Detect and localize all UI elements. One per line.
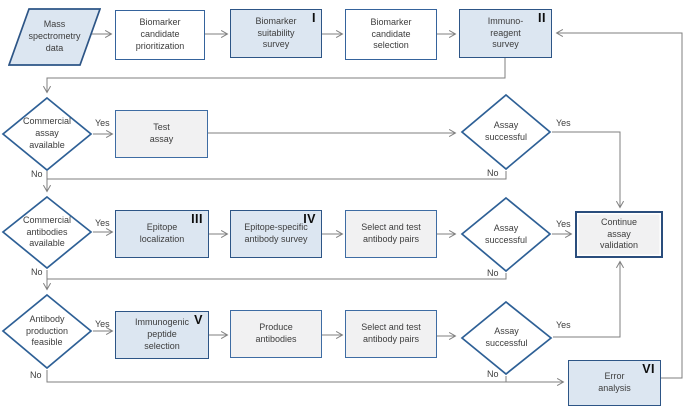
node-biomarker-candidate-selection: Biomarker candidate selection bbox=[345, 9, 437, 60]
node-label: Mass spectrometry data bbox=[28, 19, 81, 53]
decision-commercial-antibodies-available: Commercial antibodies available bbox=[1, 195, 93, 270]
edge-label-no-row3-right: No bbox=[487, 268, 499, 278]
node-label: Produce antibodies bbox=[255, 322, 297, 344]
node-select-test-antibody-pairs-1: Select and test antibody pairs bbox=[345, 210, 437, 258]
node-immunoreagent-survey: II Immuno-reagent survey bbox=[459, 9, 552, 58]
node-label: Immuno-reagent survey bbox=[487, 15, 524, 50]
node-produce-antibodies: Produce antibodies bbox=[230, 310, 322, 358]
node-label: Biomarker candidate prioritization bbox=[135, 17, 185, 51]
node-epitope-localization: III Epitope localization bbox=[115, 210, 209, 258]
node-immunogenic-peptide-selection: V Immunogenic peptide selection bbox=[115, 311, 209, 359]
diamond-shape bbox=[1, 293, 93, 370]
node-label: Error analysis bbox=[598, 371, 631, 393]
node-mass-spectrometry-data: Mass spectrometry data bbox=[8, 8, 101, 66]
decision-antibody-production-feasible: Antibody production feasible bbox=[1, 293, 93, 370]
node-label: Assay successful bbox=[485, 326, 528, 348]
node-label: Epitope localization bbox=[139, 222, 185, 244]
edge-label-yes-row4-left: Yes bbox=[95, 319, 110, 329]
node-label: Assay successful bbox=[484, 120, 528, 142]
node-label: Test assay bbox=[149, 122, 174, 144]
stage-numeral-III: III bbox=[191, 212, 203, 226]
stage-numeral-IV: IV bbox=[303, 212, 316, 226]
edge-label-no-row3-left: No bbox=[31, 267, 43, 277]
node-label: Epitope-specific antibody survey bbox=[244, 222, 308, 244]
edge-label-yes-row3-left: Yes bbox=[95, 218, 110, 228]
edge-label-yes-row4-right: Yes bbox=[556, 320, 571, 330]
node-label: Assay successful bbox=[484, 222, 528, 245]
diamond-shape bbox=[460, 300, 553, 376]
diamond-shape bbox=[1, 195, 93, 270]
parallelogram-shape bbox=[8, 8, 101, 66]
edge-label-yes-row3-right: Yes bbox=[556, 219, 571, 229]
edge-label-no-row4-left: No bbox=[30, 370, 42, 380]
node-epitope-specific-antibody-survey: IV Epitope-specific antibody survey bbox=[230, 210, 322, 258]
node-label: Continue assay validation bbox=[599, 216, 639, 251]
edge-label-yes-row2-right: Yes bbox=[556, 118, 571, 128]
node-label: Biomarker candidate selection bbox=[370, 16, 412, 51]
edge-label-no-row2-right: No bbox=[487, 168, 499, 178]
node-error-analysis: VI Error analysis bbox=[568, 360, 661, 406]
decision-assay-successful-1: Assay successful bbox=[460, 93, 552, 171]
node-biomarker-suitability-survey: I Biomarker suitability survey bbox=[230, 9, 322, 58]
node-label: Commercial antibodies available bbox=[22, 214, 71, 249]
decision-commercial-assay-available: Commercial assay available bbox=[1, 96, 93, 172]
diamond-shape bbox=[1, 96, 93, 172]
node-label: Biomarker suitability survey bbox=[255, 15, 297, 50]
node-test-assay: Test assay bbox=[115, 110, 208, 158]
node-label: Antibody production feasible bbox=[25, 313, 69, 348]
node-label: Select and test antibody pairs bbox=[361, 222, 421, 244]
node-biomarker-candidate-prioritization: Biomarker candidate prioritization bbox=[115, 10, 205, 60]
edge-label-yes-row2-left: Yes bbox=[95, 118, 110, 128]
node-label: Commercial assay available bbox=[22, 116, 71, 150]
node-label: Select and test antibody pairs bbox=[361, 322, 421, 344]
node-continue-assay-validation: Continue assay validation bbox=[575, 211, 663, 258]
stage-numeral-V: V bbox=[194, 313, 203, 327]
decision-assay-successful-3: Assay successful bbox=[460, 300, 553, 376]
stage-numeral-I: I bbox=[312, 11, 316, 25]
stage-numeral-II: II bbox=[538, 11, 546, 25]
decision-assay-successful-2: Assay successful bbox=[460, 196, 552, 273]
diamond-shape bbox=[460, 93, 552, 171]
edge-label-no-row4-right: No bbox=[487, 369, 499, 379]
node-label: Immunogenic peptide selection bbox=[134, 317, 190, 351]
node-select-test-antibody-pairs-2: Select and test antibody pairs bbox=[345, 310, 437, 358]
stage-numeral-VI: VI bbox=[642, 362, 655, 376]
diamond-shape bbox=[460, 196, 552, 273]
edge-label-no-row2-left: No bbox=[31, 169, 43, 179]
